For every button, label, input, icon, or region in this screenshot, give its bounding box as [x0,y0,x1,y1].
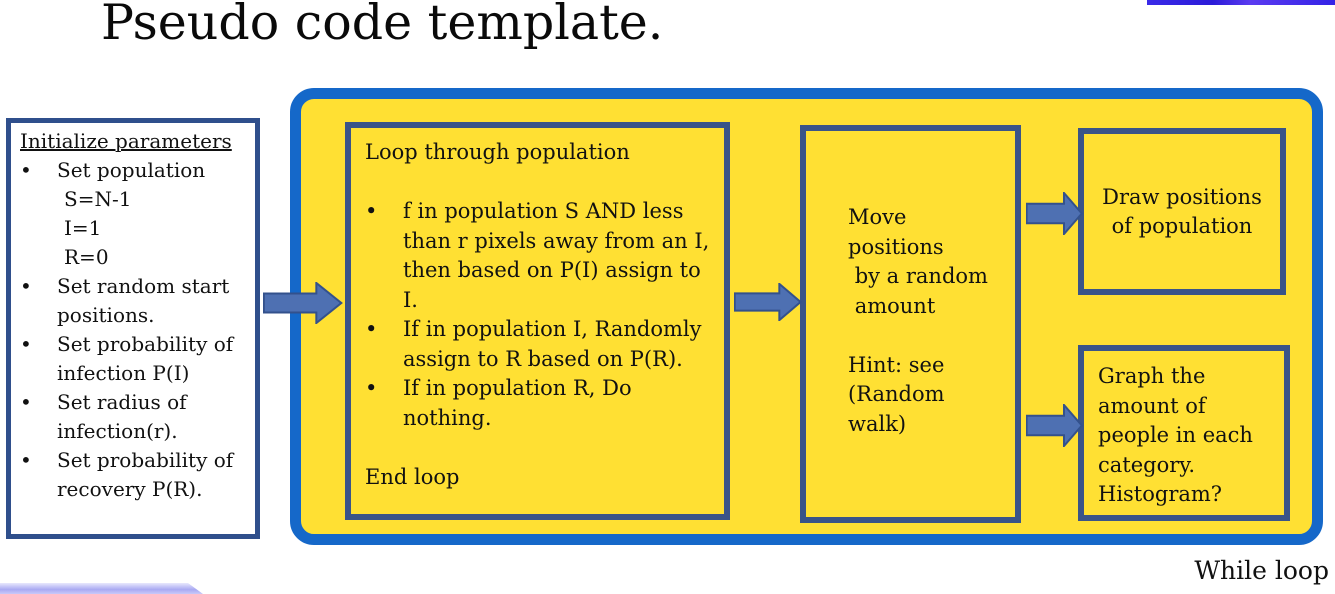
init-sub-item: S=N-1 [64,187,132,211]
flow-arrow-icon [1026,404,1083,447]
flow-arrow-icon [734,283,802,321]
spacer [365,168,720,198]
init-item-label: Set random start positions. [57,274,230,327]
draw-positions-box: Draw positions of population [1078,128,1286,295]
top-right-decoration [1147,0,1335,5]
move-positions-box: Move positions by a random amount Hint: … [800,125,1021,523]
init-item-label: Set radius of infection(r). [57,390,187,443]
bullet-marker: • [20,332,32,356]
while-loop-container [290,88,1323,545]
spacer [365,433,720,463]
bullet-marker: • [20,158,32,182]
loop-item-label: f in population S AND less than r pixels… [403,199,710,312]
init-item-label: Set population [57,158,206,182]
bullet-marker: • [365,376,378,400]
init-item: • Set radius of infection(r). [20,388,249,446]
init-heading: Initialize parameters [20,129,232,153]
bullet-marker: • [20,390,32,414]
init-item: • Set probability of infection P(I) [20,330,249,388]
init-sub-item: I=1 [64,216,102,240]
loop-item-label: If in population R, Do nothing. [403,376,632,430]
initialize-parameters-box: Initialize parameters • Set population S… [6,118,260,539]
init-item: • Set probability of recovery P(R). [20,446,249,504]
init-item-label: Set probability of infection P(I) [57,332,234,385]
init-item: • Set random start positions. [20,272,249,330]
loop-item: • f in population S AND less than r pixe… [365,197,720,315]
page-title: Pseudo code template. [101,0,664,51]
bullet-marker: • [365,317,378,341]
loop-item: • If in population I, Randomly assign to… [365,315,720,374]
init-item-label: Set probability of recovery P(R). [57,448,234,501]
bullet-marker: • [20,448,32,472]
bullet-marker: • [20,274,32,298]
loop-heading: Loop through population [365,140,630,164]
flow-arrow-icon [263,282,343,324]
bottom-left-decoration [0,583,203,594]
loop-item: • If in population R, Do nothing. [365,374,720,433]
loop-item-label: If in population I, Randomly assign to R… [403,317,702,371]
loop-through-population-box: Loop through population • f in populatio… [345,122,730,520]
init-item: • Set population [20,156,249,185]
graph-histogram-box: Graph the amount of people in each categ… [1078,345,1290,521]
flow-arrow-icon [1026,192,1083,235]
bullet-marker: • [365,199,378,223]
loop-footer: End loop [365,464,460,489]
while-loop-label: While loop [1194,556,1329,585]
init-sub-item: R=0 [64,245,109,269]
